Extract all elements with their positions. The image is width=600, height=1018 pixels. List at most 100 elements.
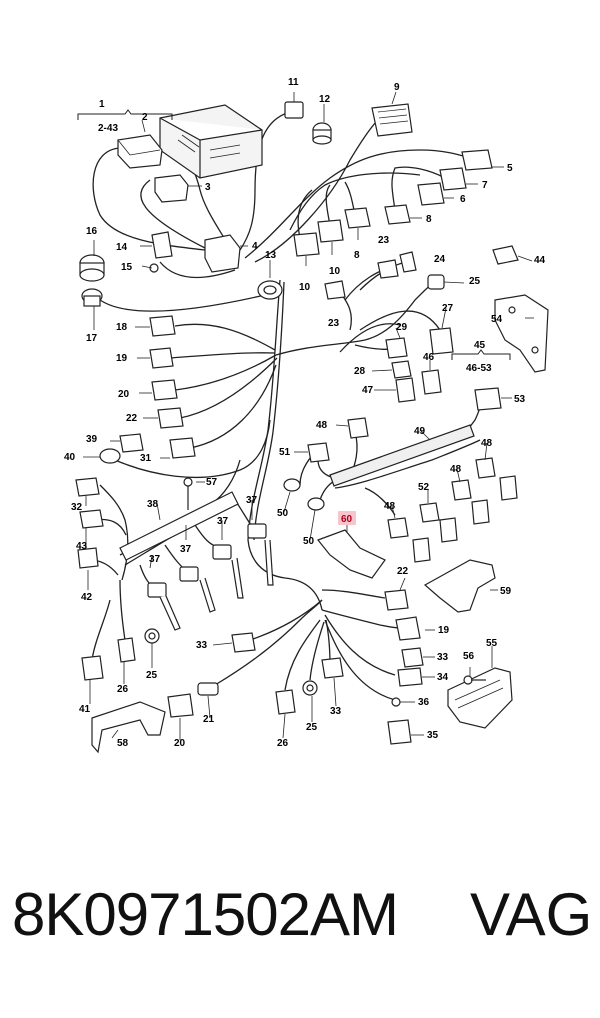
ignition-coil-d [247,523,274,586]
lower-wire-34 [324,614,396,676]
rail-drop-48c [364,487,396,516]
lower-wire-25 [309,621,325,681]
sensor-26-left [117,637,136,663]
lower-wire-22 [321,589,386,599]
callout-38: 38 [147,499,159,510]
part-number: 8K0971502AM [12,881,399,948]
fan-18 [174,323,276,351]
connector-42 [77,547,99,569]
branch-16-17 [99,294,266,312]
bracket-54 [494,294,549,373]
upper-branch-2 [239,111,291,251]
group-bracket-45 [451,349,511,360]
callout-27: 27 [442,303,454,314]
callout-23-a: 23 [378,235,390,246]
callout-48-a: 48 [316,420,328,431]
left-wire-26 [119,579,126,641]
callout-28: 28 [354,366,366,377]
callout-48-b: 48 [481,438,493,449]
connector-19 [149,347,174,369]
connector-28 [391,360,412,379]
lower-wire-26 [284,619,321,691]
callout-53: 53 [514,394,526,405]
callout-32: 32 [71,502,83,513]
injector-b [439,517,458,543]
upper-branch-9 [391,166,446,211]
callout-57: 57 [206,477,218,488]
callout-9: 9 [394,82,400,93]
caption-bar: 8K0971502AM VAG [0,880,600,990]
connector-27 [429,327,454,355]
connector-33-b [401,647,424,668]
sensor-12 [312,122,332,145]
connector-36 [391,697,401,707]
callout-labels: 1 2-43 2 3 4 5 6 7 8 8 9 10 10 11 12 13 … [64,77,546,749]
callout-16: 16 [86,226,98,237]
callout-35: 35 [427,730,439,741]
connector-19-right [395,616,421,641]
highlight-box-60 [338,511,356,525]
connector-20-bottom [167,693,194,718]
main-trunk-wire-2 [253,281,285,541]
connector-33-a [231,632,256,653]
bracket-59 [423,559,496,613]
rail-harness-2 [334,439,481,489]
callout-5: 5 [507,163,513,174]
brand-name: VAG [470,881,593,948]
connector-11 [284,101,304,119]
connector-8-left [344,207,371,229]
bracket-58 [91,701,166,754]
connector-33-c [321,657,344,679]
right-branch-5 [359,310,441,331]
fan-20 [174,354,277,391]
callout-1: 1 [99,99,105,110]
callout-37-c: 37 [217,516,229,527]
bracket-60 [317,529,386,579]
connector-40 [99,448,121,464]
upper-branch-6 [297,189,313,239]
callout-25-bottom: 25 [306,722,318,733]
connector-22 [157,407,184,429]
connector-10-b [293,232,320,257]
connector-46 [421,369,442,395]
ignition-coil-c [212,544,244,599]
callout-19-right: 19 [438,625,450,636]
connector-48-c [451,479,472,501]
callout-25-top: 25 [469,276,481,287]
connector-6 [417,182,445,206]
lower-wire-19 [321,609,401,629]
connector-7 [439,167,467,191]
callout-6: 6 [460,194,466,205]
connector-47 [395,377,416,403]
injector-c [471,499,490,525]
callout-51: 51 [279,447,291,458]
connector-8-right [384,204,411,225]
callout-44: 44 [534,255,546,266]
injector-d [499,475,518,501]
callout-39: 39 [86,434,98,445]
callout-4: 4 [252,241,258,252]
callout-10-b: 10 [329,266,341,277]
callout-37-a: 37 [149,554,161,565]
callout-13: 13 [265,250,277,261]
callout-58: 58 [117,738,129,749]
sensor-16 [79,254,105,282]
connector-18 [149,315,176,337]
upper-branch-5 [289,172,421,231]
callout-56: 56 [463,651,475,662]
connector-48-a [347,417,369,439]
callout-19: 19 [116,353,128,364]
callout-20-bottom: 20 [174,738,186,749]
callout-36: 36 [418,697,430,708]
injector-rail-49 [329,424,475,487]
sensor-17 [81,288,103,307]
callout-60: 60 [341,514,353,525]
callout-22: 22 [126,413,138,424]
callout-49: 49 [414,426,426,437]
connector-44 [492,245,519,265]
connector-14 [151,231,173,259]
sensor-25-left [144,628,160,644]
callout-52: 52 [418,482,430,493]
lower-wire-21 [214,599,323,686]
callout-43: 43 [76,541,88,552]
